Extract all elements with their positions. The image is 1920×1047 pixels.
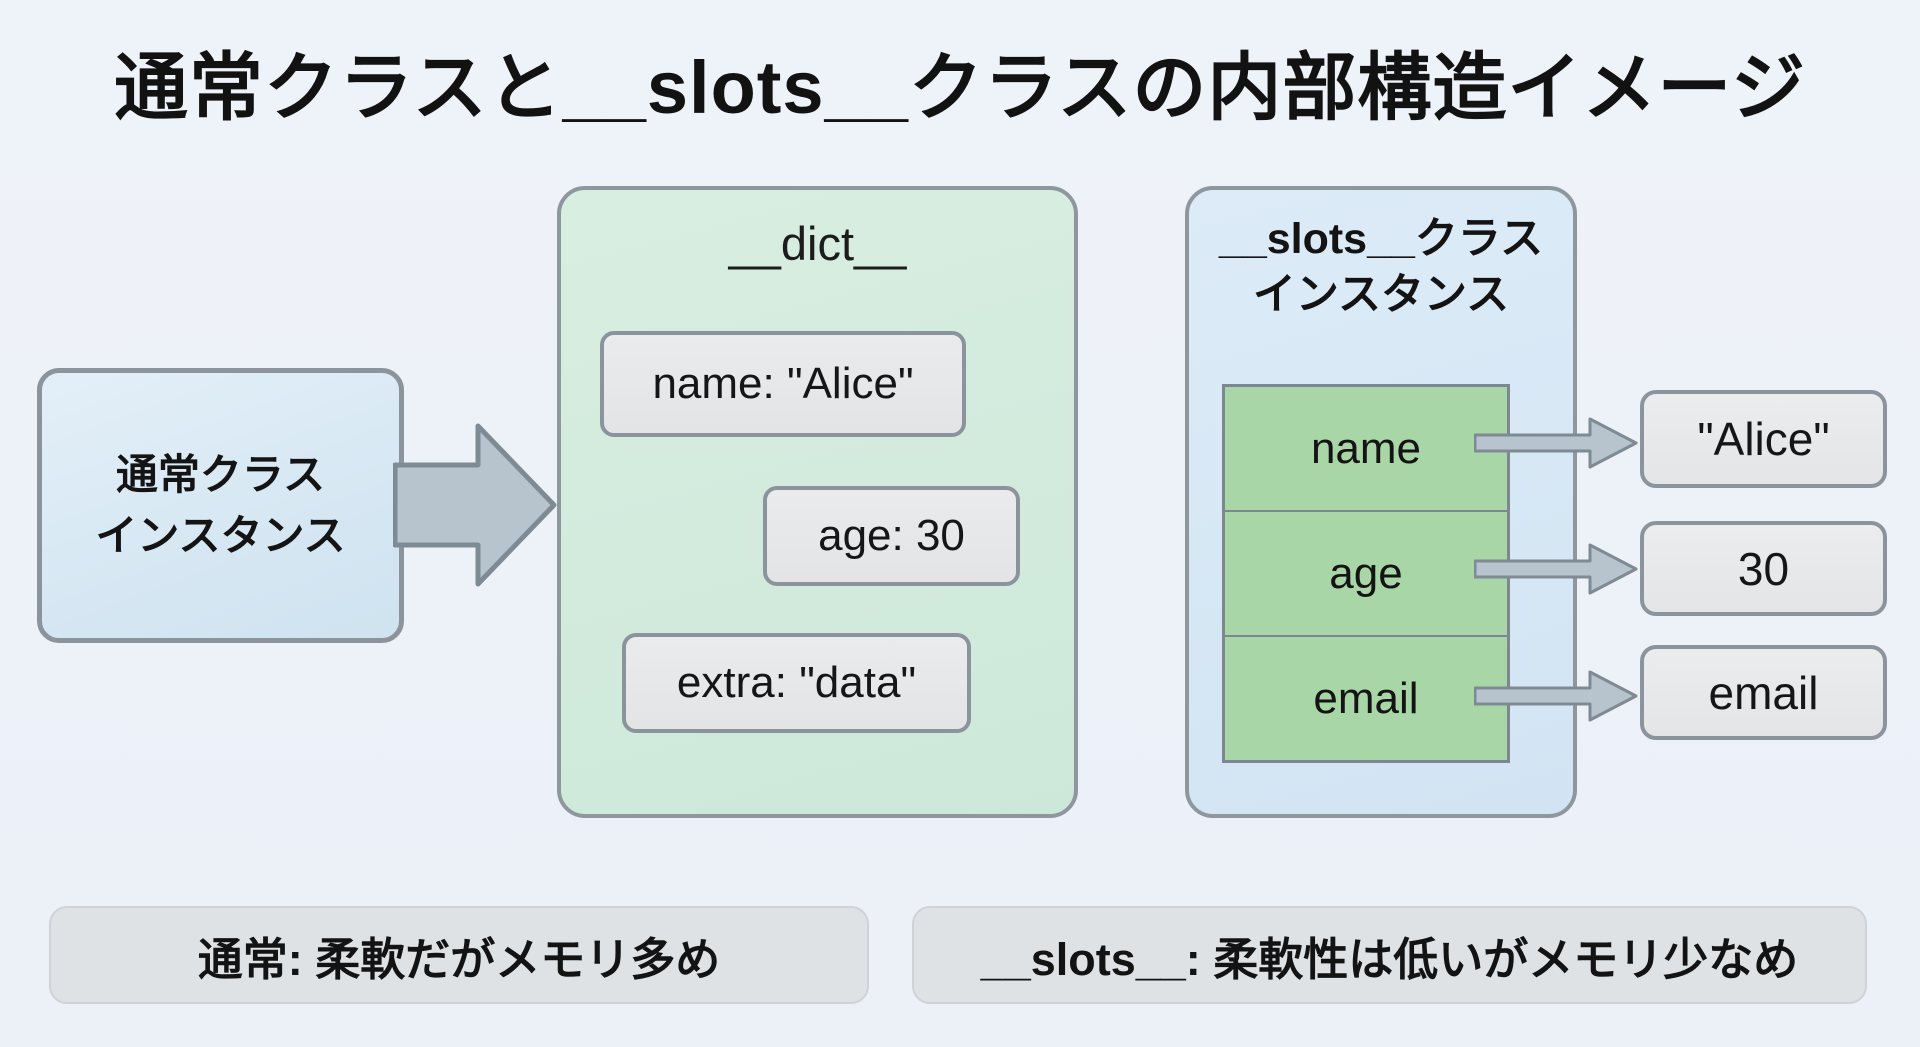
slots-instance-label-line2: インスタンス: [1252, 270, 1510, 319]
slot-name-arrow-icon: [1474, 417, 1638, 469]
normal-instance-label: 通常クラス インスタンス: [95, 445, 345, 567]
dict-entry-name: name: "Alice": [600, 331, 966, 437]
value-box-age: 30: [1640, 521, 1887, 616]
normal-instance-label-line1: 通常クラス: [115, 450, 326, 498]
dict-entry-age: age: 30: [763, 486, 1020, 586]
dict-entry-extra: extra: "data": [622, 633, 971, 733]
normal-instance-box: 通常クラス インスタンス: [37, 368, 404, 643]
slots-instance-label-line1: __slots__クラス: [1218, 215, 1544, 263]
big-right-arrow-icon: [393, 423, 557, 587]
slots-note: __slots__: 柔軟性は低いがメモリ少なめ: [912, 906, 1867, 1004]
normal-instance-label-line2: インスタンス: [95, 511, 346, 559]
dict-label: __dict__: [728, 217, 907, 270]
slot-row-email: email: [1225, 635, 1507, 760]
normal-note: 通常: 柔軟だがメモリ多め: [49, 906, 869, 1004]
slots-table: name age email: [1222, 384, 1510, 763]
page-title: 通常クラスと__slots__クラスの内部構造イメージ: [114, 46, 1806, 129]
slot-age-arrow-icon: [1474, 543, 1638, 595]
slot-email-arrow-icon: [1474, 670, 1638, 722]
slot-row-age: age: [1225, 510, 1507, 635]
slots-instance-label: __slots__クラス インスタンス: [1189, 212, 1573, 324]
slot-row-name: name: [1310, 423, 1422, 473]
value-box-email: email: [1640, 645, 1887, 740]
dict-container-box: __dict__ name: "Alice" age: 30 extra: "d…: [557, 186, 1078, 818]
value-box-alice: "Alice": [1640, 390, 1887, 488]
